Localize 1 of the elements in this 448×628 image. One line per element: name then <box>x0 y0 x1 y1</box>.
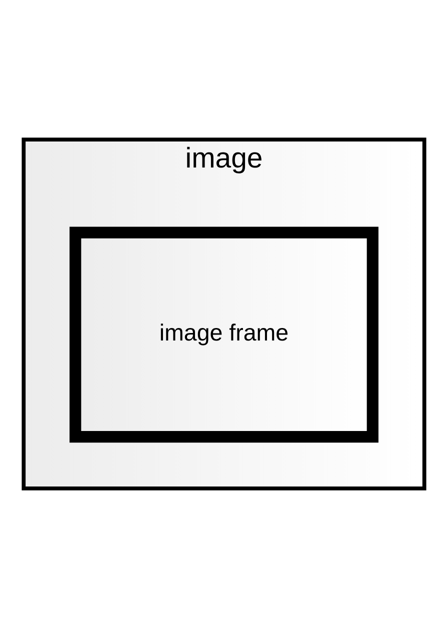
node-box: image frame <box>70 226 378 443</box>
